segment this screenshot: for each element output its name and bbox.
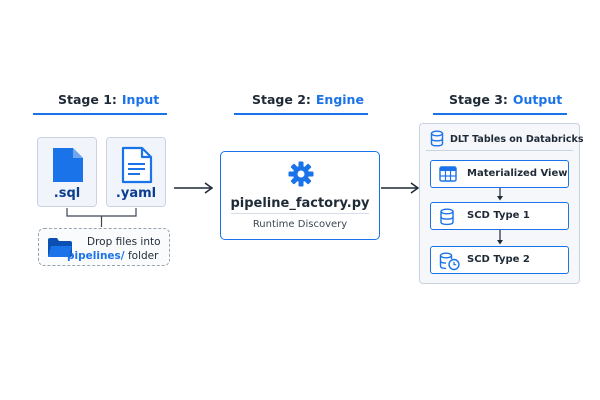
drop-zone[interactable]: Drop files into pipelines/ folder <box>38 228 170 266</box>
scd-type-1-box: SCD Type 1 <box>430 202 569 230</box>
stage-1-name: Input <box>121 92 160 107</box>
output-panel-title: DLT Tables on Databricks <box>450 134 584 145</box>
sql-file-label: .sql <box>53 186 81 201</box>
pipelines-folder-name: pipelines/ <box>67 250 125 262</box>
output-panel-divider <box>426 150 573 151</box>
flow-arrow-scd1-to-scd2 <box>497 230 503 245</box>
sql-file-card: .sql <box>37 137 97 207</box>
table-icon <box>439 166 457 182</box>
gear-icon <box>288 161 314 187</box>
engine-divider <box>231 213 369 214</box>
stage-2-number: Stage 2: <box>252 92 311 107</box>
stage-1-header: Stage 1: Input <box>58 92 159 107</box>
engine-subtitle: Runtime Discovery <box>252 219 348 230</box>
stage-3-name: Output <box>512 92 563 107</box>
folder-word: folder <box>127 250 159 262</box>
database-icon <box>440 208 454 226</box>
output-panel: DLT Tables on Databricks Materialized Vi… <box>419 123 584 284</box>
stage-1-underline <box>33 113 167 115</box>
drop-zone-text: Drop files into <box>87 236 161 248</box>
stage-1-number: Stage 1: <box>58 92 117 107</box>
drop-zone-folder-line: pipelines/ folder <box>67 250 158 262</box>
materialized-view-box: Materialized View <box>430 160 569 188</box>
sql-file-icon <box>53 148 83 182</box>
stage-2-underline <box>234 113 368 115</box>
engine-title: pipeline_factory.py <box>230 196 370 211</box>
materialized-view-label: Materialized View <box>467 168 568 179</box>
yaml-file-card: .yaml <box>106 137 166 207</box>
scd-type-2-box: SCD Type 2 <box>430 246 569 274</box>
database-icon <box>430 130 444 147</box>
stage-3-header: Stage 3: Output <box>449 92 562 107</box>
flow-arrow-mv-to-scd1 <box>497 188 503 201</box>
stage-2-name: Engine <box>315 92 364 107</box>
scd-type-2-label: SCD Type 2 <box>467 254 530 265</box>
stage-3-underline <box>433 113 567 115</box>
arrow-input-to-engine <box>174 182 214 194</box>
database-clock-icon <box>439 252 460 271</box>
arrow-engine-to-output <box>381 182 420 194</box>
yaml-file-icon <box>121 146 153 184</box>
stage-3-number: Stage 3: <box>449 92 508 107</box>
scd-type-1-label: SCD Type 1 <box>467 210 530 221</box>
stage-2-header: Stage 2: Engine <box>252 92 364 107</box>
folder-icon <box>48 238 72 257</box>
yaml-file-label: .yaml <box>115 186 157 201</box>
engine-box: pipeline_factory.py Runtime Discovery <box>220 151 380 240</box>
